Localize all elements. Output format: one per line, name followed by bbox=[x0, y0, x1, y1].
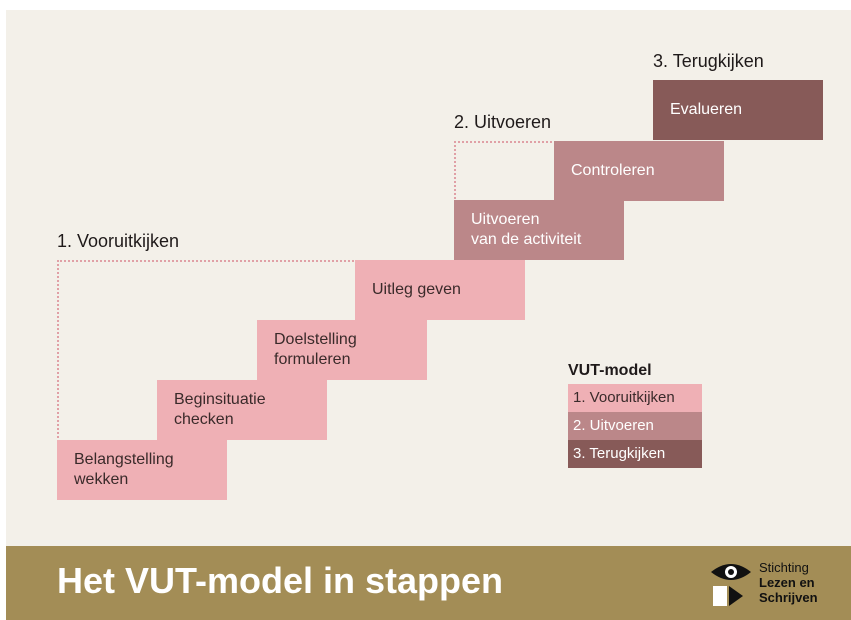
phase-label-uitvoeren: 2. Uitvoeren bbox=[454, 112, 552, 132]
step-doelstelling-formuleren: Doelstelling formuleren bbox=[257, 320, 427, 380]
eye-icon bbox=[711, 564, 751, 606]
step-beginsituatie-checken: Beginsituatie checken bbox=[157, 380, 327, 440]
step-uitleg-geven: Uitleg geven bbox=[355, 260, 525, 320]
step-text: wekken bbox=[74, 471, 129, 488]
phase1-bracket bbox=[57, 260, 357, 442]
step-belangstelling-wekken: Belangstelling wekken bbox=[57, 440, 227, 500]
phase2-bracket bbox=[454, 141, 556, 203]
step-text: Beginsituatie bbox=[174, 391, 266, 408]
legend-item-terugkijken: 3. Terugkijken bbox=[568, 440, 702, 468]
step-text: Uitvoeren bbox=[471, 211, 540, 228]
step-text: Uitleg geven bbox=[372, 281, 461, 298]
stichting-lezen-schrijven-logo: Stichting Lezen en Schrijven bbox=[709, 556, 839, 612]
logo-line: Schrijven bbox=[759, 590, 818, 605]
step-text: van de activiteit bbox=[471, 231, 582, 248]
page-title: Het VUT-model in stappen bbox=[57, 560, 504, 601]
logo-line: Lezen en bbox=[759, 575, 815, 590]
phase-label-terugkijken: 3. Terugkijken bbox=[653, 51, 764, 71]
step-text: checken bbox=[174, 411, 234, 428]
phase-label-vooruitkijken: 1. Vooruitkijken bbox=[57, 231, 180, 251]
step-text: Evalueren bbox=[670, 101, 743, 118]
step-text: Belangstelling bbox=[74, 451, 174, 468]
legend-title: VUT-model bbox=[568, 362, 652, 379]
legend-item-vooruitkijken: 1. Vooruitkijken bbox=[568, 384, 702, 412]
step-controleren: Controleren bbox=[554, 141, 724, 201]
legend-item-uitvoeren: 2. Uitvoeren bbox=[568, 412, 702, 440]
logo-line: Stichting bbox=[759, 560, 809, 575]
step-text: formuleren bbox=[274, 351, 351, 368]
step-text: Controleren bbox=[571, 162, 655, 179]
step-evalueren: Evalueren bbox=[653, 80, 823, 140]
footer-banner: Het VUT-model in stappen Stichting Lezen… bbox=[6, 546, 851, 620]
step-text: Doelstelling bbox=[274, 331, 357, 348]
step-uitvoeren-activiteit: Uitvoeren van de activiteit bbox=[454, 200, 624, 260]
logo-text: Stichting Lezen en Schrijven bbox=[759, 560, 818, 605]
